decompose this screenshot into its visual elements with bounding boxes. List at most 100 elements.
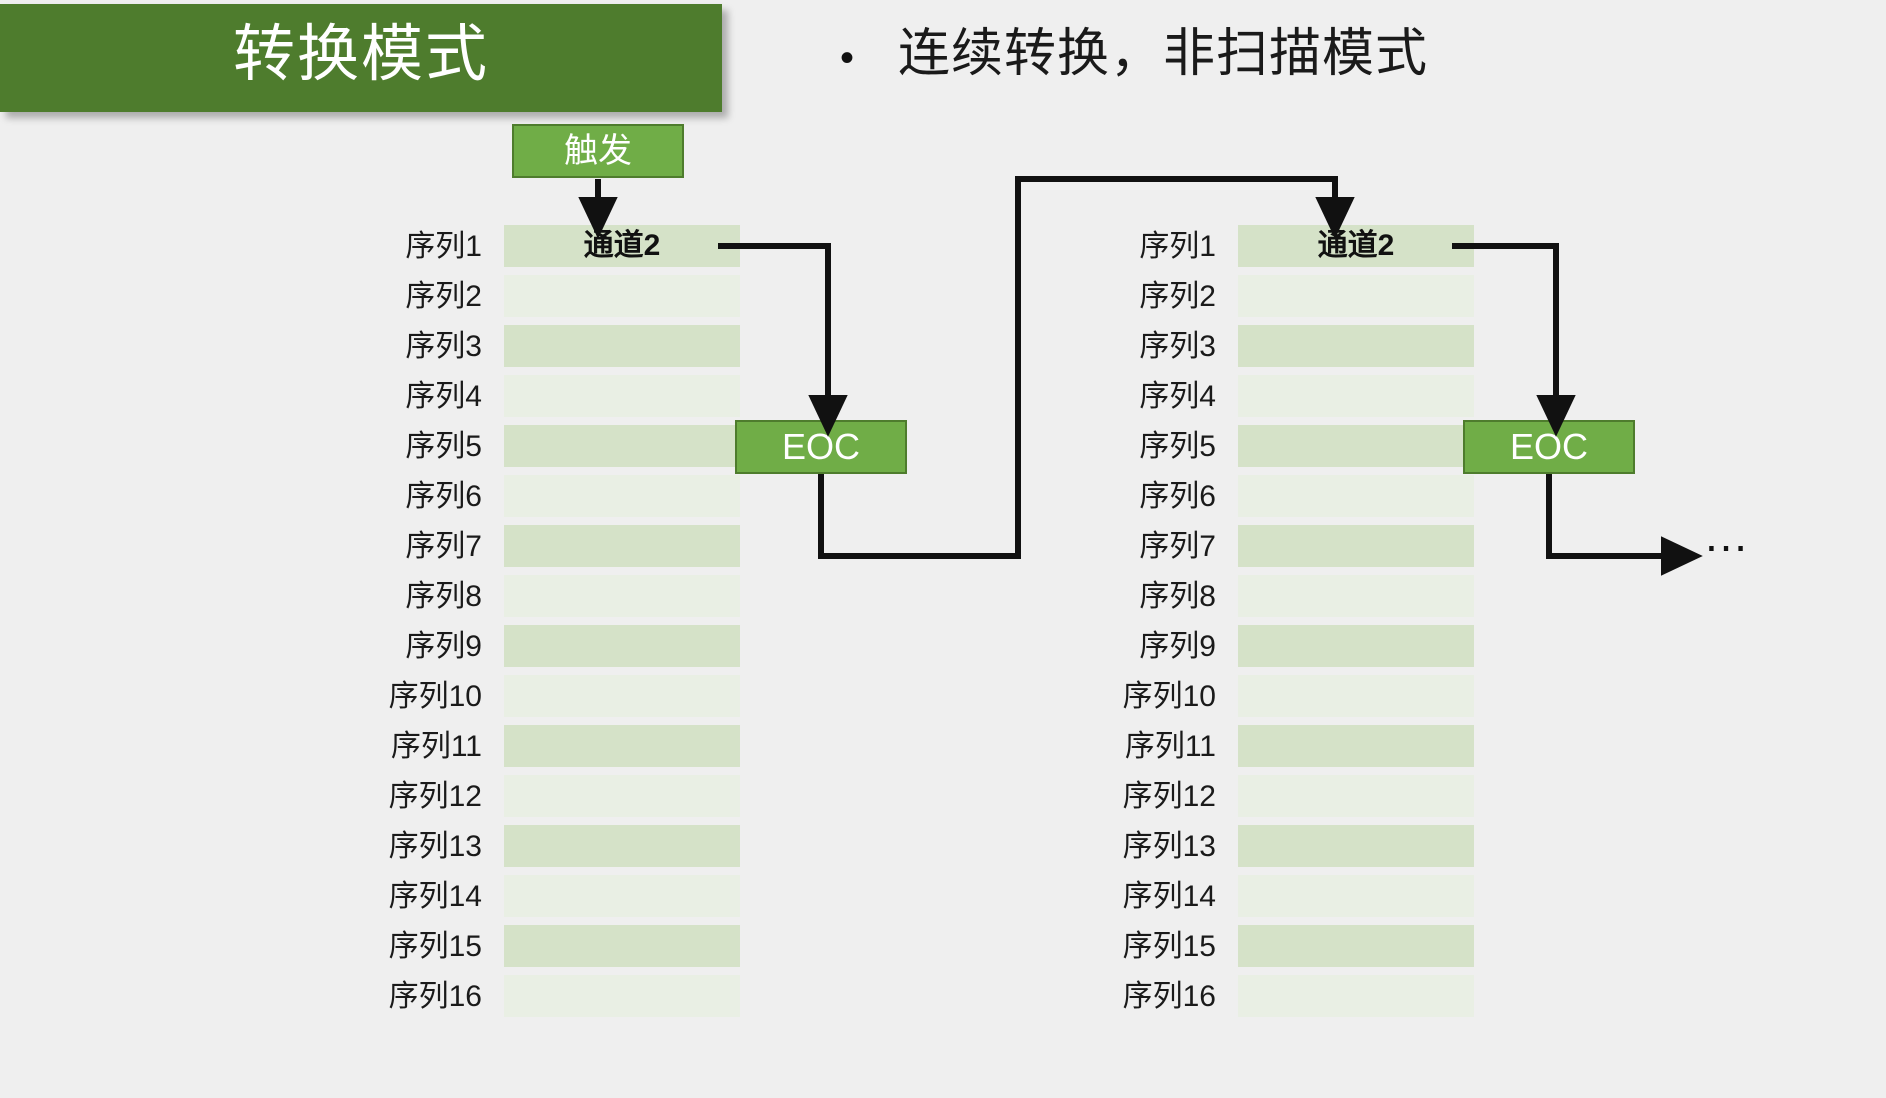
bullet-item: • 连续转换，非扫描模式 <box>840 28 1428 80</box>
sequence-label: 序列1 <box>1139 230 1216 263</box>
table-row: 序列9 <box>1100 622 1474 672</box>
table-row: 序列3 <box>366 322 740 372</box>
sequence-label: 序列11 <box>1124 730 1216 763</box>
table-row: 序列10 <box>1100 672 1474 722</box>
table-row: 序列12 <box>1100 772 1474 822</box>
sequence-label: 序列16 <box>388 980 482 1013</box>
table-row: 序列1 通道2 <box>366 222 740 272</box>
trigger-box[interactable]: 触发 <box>512 124 684 178</box>
table-row: 序列7 <box>1100 522 1474 572</box>
sequence-label: 序列12 <box>388 780 482 813</box>
sequence-label: 序列5 <box>1139 430 1216 463</box>
bullet-marker-icon: • <box>840 36 855 80</box>
table-row: 序列1 通道2 <box>1100 222 1474 272</box>
page-title: 转换模式 <box>232 20 489 89</box>
table-row: 序列4 <box>366 372 740 422</box>
table-row: 序列7 <box>366 522 740 572</box>
conversion-cycle-1-table: 序列1 通道2 序列2 序列3 序列4 序列5 序列6 序列7 序列8 序列9 … <box>366 222 740 1022</box>
eoc-box-1[interactable]: EOC <box>735 420 907 474</box>
sequence-label: 序列2 <box>405 280 482 313</box>
sequence-label: 序列15 <box>1122 930 1216 963</box>
table-row: 序列16 <box>366 972 740 1022</box>
table-row: 序列2 <box>366 272 740 322</box>
sequence-cell <box>504 274 740 320</box>
table-row: 序列9 <box>366 622 740 672</box>
arrow-eoc2-to-continuation <box>1546 474 1703 576</box>
sequence-cell <box>1238 374 1474 420</box>
table-row: 序列4 <box>1100 372 1474 422</box>
sequence-label: 序列10 <box>1122 680 1216 713</box>
sequence-label: 序列4 <box>405 380 482 413</box>
channel-label: 通道2 <box>1317 228 1395 262</box>
sequence-cell <box>504 524 740 570</box>
sequence-label: 序列8 <box>1139 580 1216 613</box>
eoc-label: EOC <box>781 426 860 467</box>
sequence-cell <box>1238 924 1474 970</box>
sequence-cell <box>504 724 740 770</box>
sequence-label: 序列15 <box>388 930 482 963</box>
sequence-cell <box>504 824 740 870</box>
sequence-label: 序列16 <box>1122 980 1216 1013</box>
trigger-label: 触发 <box>564 132 632 170</box>
table-row: 序列6 <box>1100 472 1474 522</box>
sequence-cell <box>504 674 740 720</box>
sequence-label: 序列13 <box>1122 830 1216 863</box>
eoc-box-2[interactable]: EOC <box>1463 420 1635 474</box>
sequence-label: 序列6 <box>405 480 482 513</box>
table-row: 序列14 <box>366 872 740 922</box>
sequence-cell <box>504 474 740 520</box>
sequence-cell <box>504 424 740 470</box>
table-row: 序列14 <box>1100 872 1474 922</box>
sequence-cell <box>1238 624 1474 670</box>
sequence-cell <box>504 624 740 670</box>
sequence-cell <box>1238 724 1474 770</box>
sequence-label: 序列9 <box>1139 630 1216 663</box>
sequence-cell <box>504 324 740 370</box>
table-row: 序列15 <box>1100 922 1474 972</box>
sequence-cell <box>504 774 740 820</box>
sequence-label: 序列9 <box>405 630 482 663</box>
table-row: 序列11 <box>1100 722 1474 772</box>
table-row: 序列8 <box>366 572 740 622</box>
table-row: 序列6 <box>366 472 740 522</box>
sequence-label: 序列1 <box>405 230 482 263</box>
sequence-cell <box>1238 824 1474 870</box>
table-row: 序列2 <box>1100 272 1474 322</box>
table-row: 序列13 <box>366 822 740 872</box>
sequence-label: 序列12 <box>1122 780 1216 813</box>
table-row: 序列8 <box>1100 572 1474 622</box>
table-row: 序列13 <box>1100 822 1474 872</box>
sequence-label: 序列10 <box>388 680 482 713</box>
channel-label: 通道2 <box>583 228 661 262</box>
sequence-label: 序列6 <box>1139 480 1216 513</box>
sequence-label: 序列3 <box>405 330 482 363</box>
sequence-cell <box>1238 324 1474 370</box>
sequence-cell <box>504 374 740 420</box>
table-row: 序列11 <box>366 722 740 772</box>
sequence-label: 序列8 <box>405 580 482 613</box>
table-row: 序列16 <box>1100 972 1474 1022</box>
sequence-label: 序列3 <box>1139 330 1216 363</box>
table-row: 序列3 <box>1100 322 1474 372</box>
sequence-label: 序列4 <box>1139 380 1216 413</box>
sequence-cell <box>504 974 740 1020</box>
conversion-cycle-2-table: 序列1 通道2 序列2 序列3 序列4 序列5 序列6 序列7 序列8 序列9 … <box>1100 222 1474 1022</box>
sequence-cell <box>504 924 740 970</box>
sequence-cell <box>1238 524 1474 570</box>
sequence-cell <box>504 574 740 620</box>
sequence-label: 序列11 <box>390 730 482 763</box>
channel-header-cell: 通道2 <box>504 224 740 270</box>
continuation-ellipsis: … <box>1703 509 1752 561</box>
sequence-label: 序列7 <box>405 530 482 563</box>
table-row: 序列5 <box>1100 422 1474 472</box>
sequence-cell <box>1238 274 1474 320</box>
sequence-cell <box>1238 574 1474 620</box>
table-row: 序列10 <box>366 672 740 722</box>
sequence-cell <box>1238 424 1474 470</box>
sequence-label: 序列7 <box>1139 530 1216 563</box>
sequence-cell <box>1238 874 1474 920</box>
table-row: 序列12 <box>366 772 740 822</box>
slide-title-banner: 转换模式 <box>0 4 722 112</box>
sequence-cell <box>1238 774 1474 820</box>
